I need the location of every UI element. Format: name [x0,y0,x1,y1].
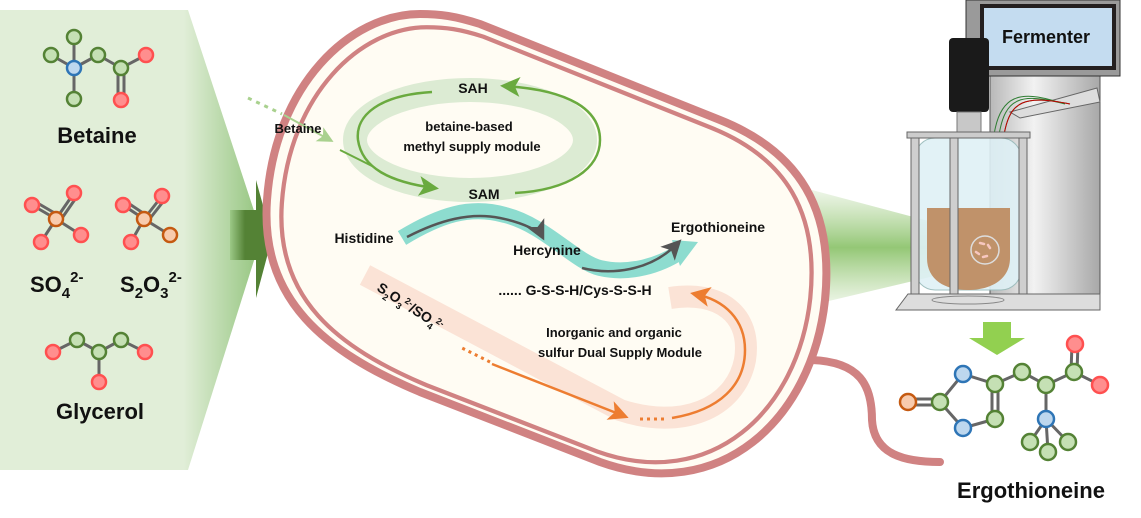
bacterial-cell: SAH SAM betaine-based methyl supply modu… [247,9,944,478]
flagellum [808,356,944,466]
sam-label: SAM [468,186,499,202]
methyl-module-title-2: methyl supply module [403,139,540,154]
sulfur-dots-1 [461,346,491,364]
sulfur-module-title-1: Inorganic and organic [546,325,682,340]
sulfate-label: SO42- [30,269,83,302]
cells-in-broth [974,241,992,259]
output-arrow-icon [969,322,1025,355]
monitor-screen [984,8,1112,66]
thiosulfate-molecule-icon [114,187,179,251]
methyl-module-band [343,78,597,202]
vessel-lid [906,131,1031,139]
ergothioneine-cell-label: Ergothioneine [671,219,765,235]
fermenter-label: Fermenter [1002,27,1090,47]
magnification-cone [812,190,985,305]
sulfur-module-title-2: sulfur Dual Supply Module [538,345,702,360]
fermenter-motor [949,38,989,112]
input-arrow-icon [230,180,272,298]
base-ring [931,295,1005,305]
petri-zoom-circle [970,235,1000,265]
fermenter-shaft [956,111,982,133]
product-label: Ergothioneine [957,478,1105,503]
glycerol-molecule-icon [44,331,154,391]
histidine-to-hercynine-arrow [406,214,545,241]
sah-to-sam-arrow [356,90,439,196]
hercynine-label: Hercynine [513,242,581,258]
sulfur-to-donor-arrow [671,287,747,420]
ergothioneine-pathway-band [397,203,685,279]
betaine-uptake-dots [247,96,283,116]
cell-inner-membrane [279,25,814,465]
histidine-label: Histidine [334,230,393,246]
sulfur-uptake-arrow [491,362,629,420]
ergothioneine-molecule-icon [898,334,1110,462]
betaine-label: Betaine [57,123,136,148]
methyl-module-title-1: betaine-based [425,119,512,134]
sam-to-sah-arrow [500,76,602,195]
thiosulfate-label: S2O32- [120,269,182,302]
betaine-molecule-icon [42,28,155,109]
sah-label: SAH [458,80,488,96]
fermenter-broth [927,208,1010,290]
glycerol-label: Glycerol [56,399,144,424]
sulfate-molecule-icon [23,184,90,251]
betaine-to-cycle-line [339,149,373,167]
betaine-uptake-arrow [283,114,334,142]
hercynine-to-ergothioneine-arrow [581,239,682,273]
sulfur-donors-label: ...... G-S-S-H/Cys-S-S-H [498,282,651,298]
betaine-input-label: Betaine [275,121,322,136]
fermenter-shelf [1008,87,1101,119]
substrate-panel: Betaine SO42- [0,10,272,470]
fermenter-icon: Fermenter [895,0,1121,311]
